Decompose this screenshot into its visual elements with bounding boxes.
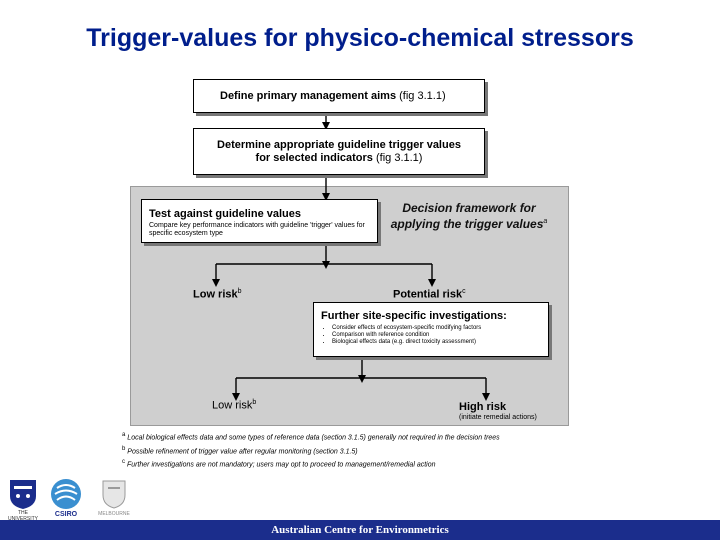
low-risk-label-2: Low riskb	[212, 399, 256, 412]
framework-caption: Decision framework for applying the trig…	[384, 201, 554, 231]
footnote-b: b Possible refinement of trigger value a…	[122, 446, 358, 455]
potential-risk-label: Potential riskc	[393, 288, 466, 301]
determine-triggers-ref: (fig 3.1.1)	[375, 152, 423, 164]
potential-risk-text: Potential risk	[393, 288, 463, 301]
low-risk-label-1: Low riskb	[193, 288, 242, 301]
determine-triggers-line1: Determine appropriate guideline trigger …	[217, 139, 461, 151]
low-risk-2-text: Low risk	[212, 399, 253, 412]
site-investigations-list: Consider effects of ecosystem-specific m…	[321, 325, 548, 346]
footnote-a-text: Local biological effects data and some t…	[127, 434, 500, 442]
list-item: Biological effects data (e.g. direct tox…	[332, 339, 548, 346]
university-logo: THE UNIVERSITY OF MELBOURNE	[4, 478, 42, 534]
test-guideline-sub: Compare key performance indicators with …	[149, 222, 365, 237]
low-risk-1-sup: b	[237, 288, 242, 295]
low-risk-1-text: Low risk	[193, 288, 238, 301]
footnote-b-text: Possible refinement of trigger value aft…	[127, 448, 358, 456]
crest-icon	[10, 480, 36, 509]
list-item: Comparison with reference condition	[332, 332, 548, 339]
determine-triggers-box: Determine appropriate guideline trigger …	[193, 128, 485, 175]
footnote-b-sup: b	[122, 446, 126, 452]
framework-line2: applying the trigger values	[390, 217, 544, 231]
csiro-logo-text: CSIRO	[54, 511, 78, 518]
footnote-c: c Further investigations are not mandato…	[122, 459, 436, 468]
determine-triggers-line2: for selected indicators	[255, 152, 373, 164]
high-risk-note: (initiate remedial actions)	[459, 414, 537, 421]
footnote-a-sup: a	[122, 432, 126, 438]
framework-sup: a	[543, 218, 548, 225]
high-risk-label: High risk	[459, 401, 507, 413]
test-guideline-heading: Test against guideline values	[149, 208, 302, 220]
test-guideline-box: Test against guideline values Compare ke…	[141, 199, 378, 243]
define-aims-text: Define primary management aims	[220, 90, 397, 102]
csiro-logo: CSIRO	[47, 478, 85, 520]
footer-bar: Australian Centre for Environmetrics	[0, 520, 720, 540]
page-title: Trigger-values for physico-chemical stre…	[86, 24, 634, 52]
shield-icon	[102, 480, 126, 509]
define-aims-ref: (fig 3.1.1)	[399, 90, 446, 102]
footnote-c-sup: c	[122, 459, 125, 465]
low-risk-2-sup: b	[252, 399, 257, 406]
csiro-emblem-icon	[51, 479, 81, 509]
footnote-c-text: Further investigations are not mandatory…	[126, 461, 436, 469]
site-investigations-box: Further site-specific investigations: Co…	[313, 302, 549, 357]
melbourne-logo: MELBOURNE	[93, 478, 135, 520]
potential-risk-sup: c	[462, 288, 466, 295]
list-item: Consider effects of ecosystem-specific m…	[332, 325, 548, 332]
framework-line1: Decision framework for	[402, 201, 536, 215]
define-aims-box: Define primary management aims (fig 3.1.…	[193, 79, 485, 113]
footnote-a: a Local biological effects data and some…	[122, 432, 500, 441]
footer-text: Australian Centre for Environmetrics	[271, 524, 449, 536]
site-investigations-heading: Further site-specific investigations:	[321, 310, 507, 322]
melbourne-logo-text: MELBOURNE	[98, 511, 130, 517]
